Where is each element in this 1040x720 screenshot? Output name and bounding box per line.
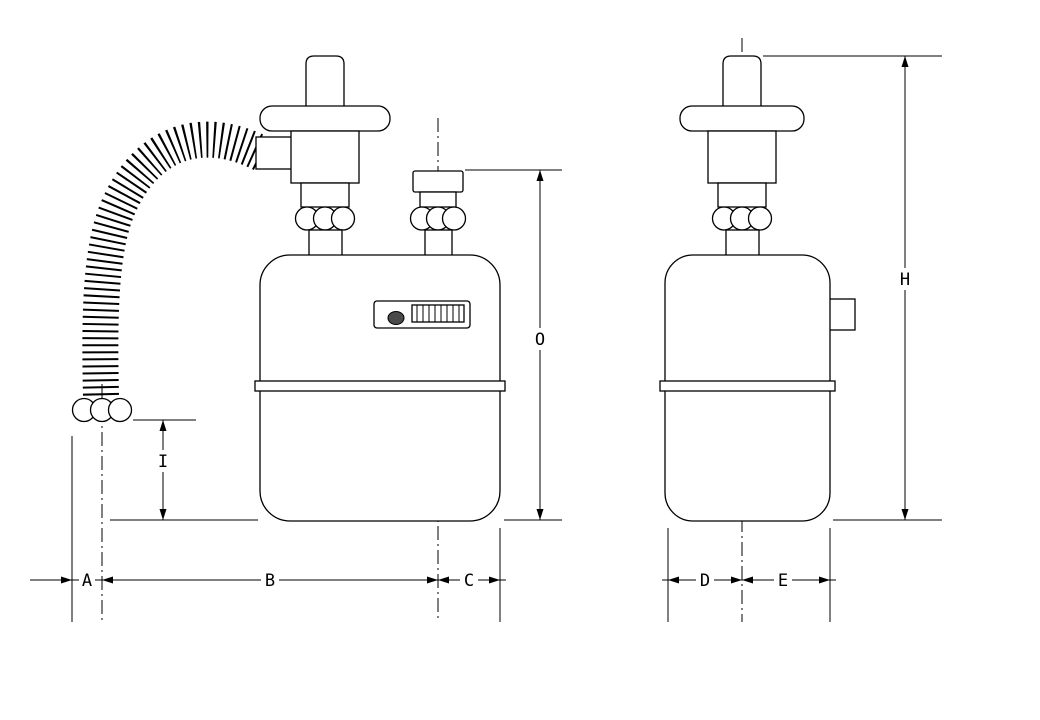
dim-label-o: O — [535, 330, 545, 350]
label-bg — [530, 328, 550, 350]
arrowhead — [159, 420, 167, 431]
arrowhead — [901, 509, 909, 520]
label-bg — [774, 570, 792, 590]
arrowhead — [102, 576, 113, 584]
arrowhead — [438, 576, 449, 584]
dim-label-h: H — [900, 270, 910, 290]
indicator-dot — [387, 311, 405, 325]
arrowhead — [489, 576, 500, 584]
odometer-digit-dividers — [416, 305, 460, 322]
dim-label-i: I — [158, 452, 168, 472]
outlet-nut-front — [409, 206, 467, 231]
hose-elbow-fitting — [255, 136, 295, 170]
label-bg — [460, 570, 478, 590]
front-view — [71, 55, 506, 522]
meter-seam-front — [254, 380, 506, 392]
arrowhead — [901, 56, 909, 67]
nut-segment — [747, 206, 773, 231]
flex-hose — [82, 121, 271, 397]
label-bg — [155, 450, 171, 472]
dim-label-a: A — [82, 571, 92, 591]
odometer — [411, 304, 465, 323]
nut-segment — [330, 206, 356, 231]
side-tap — [825, 298, 856, 331]
hose-end-nut — [71, 397, 133, 423]
regulator-cap — [259, 105, 391, 132]
dim-label-b: B — [265, 571, 275, 591]
arrowhead — [819, 576, 830, 584]
dim-label-e: E — [778, 571, 788, 591]
inlet-nut-side — [711, 206, 773, 231]
regulator-cap-side — [679, 105, 805, 132]
regulator-body — [290, 130, 360, 184]
label-bg — [79, 570, 95, 590]
dimension-labels: A B C D E O I H — [79, 268, 915, 591]
side-view — [659, 55, 856, 522]
nut-segment — [441, 206, 467, 231]
meter-seam-side — [659, 380, 836, 392]
inlet-stub-side — [725, 229, 760, 257]
arrowhead — [536, 509, 544, 520]
arrowhead — [536, 170, 544, 181]
arrowhead — [159, 509, 167, 520]
hose-nut-segment — [107, 397, 133, 423]
inlet-nut-front — [294, 206, 356, 231]
arrowhead — [731, 576, 742, 584]
dim-label-d: D — [700, 571, 710, 591]
label-bg — [261, 570, 279, 590]
outlet-stub-front — [424, 229, 453, 257]
arrowhead — [427, 576, 438, 584]
label-bg — [895, 268, 915, 290]
inlet-stub-front — [308, 229, 343, 257]
regulator-pipe-side — [717, 182, 767, 208]
dimension-arrowheads — [61, 56, 909, 584]
regulator-body-side — [707, 130, 777, 184]
arrowhead — [668, 576, 679, 584]
regulator-outlet-pipe — [300, 182, 350, 208]
label-bg — [696, 570, 714, 590]
arrowhead — [742, 576, 753, 584]
regulator-stem — [305, 55, 345, 109]
dim-label-c: C — [464, 571, 474, 591]
outlet-cap — [412, 170, 464, 193]
regulator-stem-side — [722, 55, 762, 109]
outlet-pipe — [419, 191, 457, 208]
arrowhead — [61, 576, 72, 584]
